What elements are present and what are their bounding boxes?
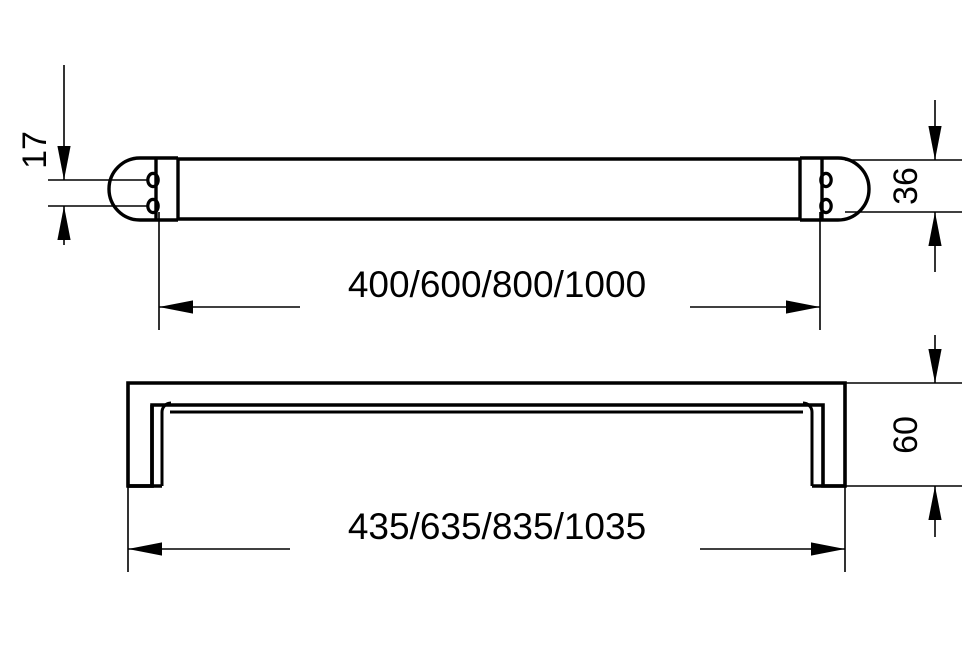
top-view-geometry [107, 156, 871, 222]
side-view-geometry [126, 381, 847, 488]
dim-projection-depth-60 [845, 335, 962, 537]
dim-rail-width-36 [845, 100, 962, 272]
dim-label-mount-centres: 400/600/800/1000 [348, 264, 646, 305]
dim-mount-centre-distance [158, 212, 821, 330]
right-cap-upper-hole [819, 171, 833, 189]
right-flange-edges [800, 156, 822, 222]
dim-label-60: 60 [887, 416, 925, 454]
dim-36-extension-lines [845, 159, 962, 213]
left-flange-edges [156, 156, 178, 222]
dim-label-overall-length: 435/635/835/1035 [348, 506, 646, 547]
side-view-inner-leg-lines [160, 412, 814, 486]
dim-60-extension-lines [845, 382, 962, 487]
side-view-outer-profile [126, 381, 847, 488]
left-flange-band [154, 157, 180, 221]
right-cap-lower-hole [819, 197, 833, 215]
dim-overall-length [127, 486, 846, 572]
side-view-inner-corner-right [802, 401, 814, 413]
dim-label-36: 36 [887, 167, 925, 205]
left-cap-lower-hole [146, 197, 160, 215]
side-view-inner-corner-left [160, 401, 172, 413]
right-flange-band [798, 157, 824, 221]
dim-17-extension-lines [48, 179, 148, 207]
dim-hole-spacing-17 [48, 65, 148, 245]
rail-body-outline [178, 157, 800, 221]
dim-435-extension-lines [127, 486, 846, 572]
dim-label-17: 17 [16, 131, 54, 169]
left-cap-upper-hole [146, 171, 160, 189]
side-view-left-leg [128, 405, 154, 488]
left-end-cap [107, 156, 156, 222]
